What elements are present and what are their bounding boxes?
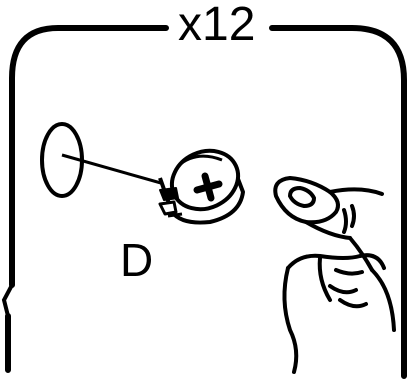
pointing-hand-icon xyxy=(273,176,396,374)
panel-frame-jog xyxy=(1,283,14,318)
quantity-label: x12 xyxy=(178,0,255,51)
panel-frame xyxy=(5,25,407,379)
part-label: D xyxy=(120,234,153,286)
insertion-line xyxy=(61,153,169,187)
cam-lock-nut-icon xyxy=(158,148,245,225)
